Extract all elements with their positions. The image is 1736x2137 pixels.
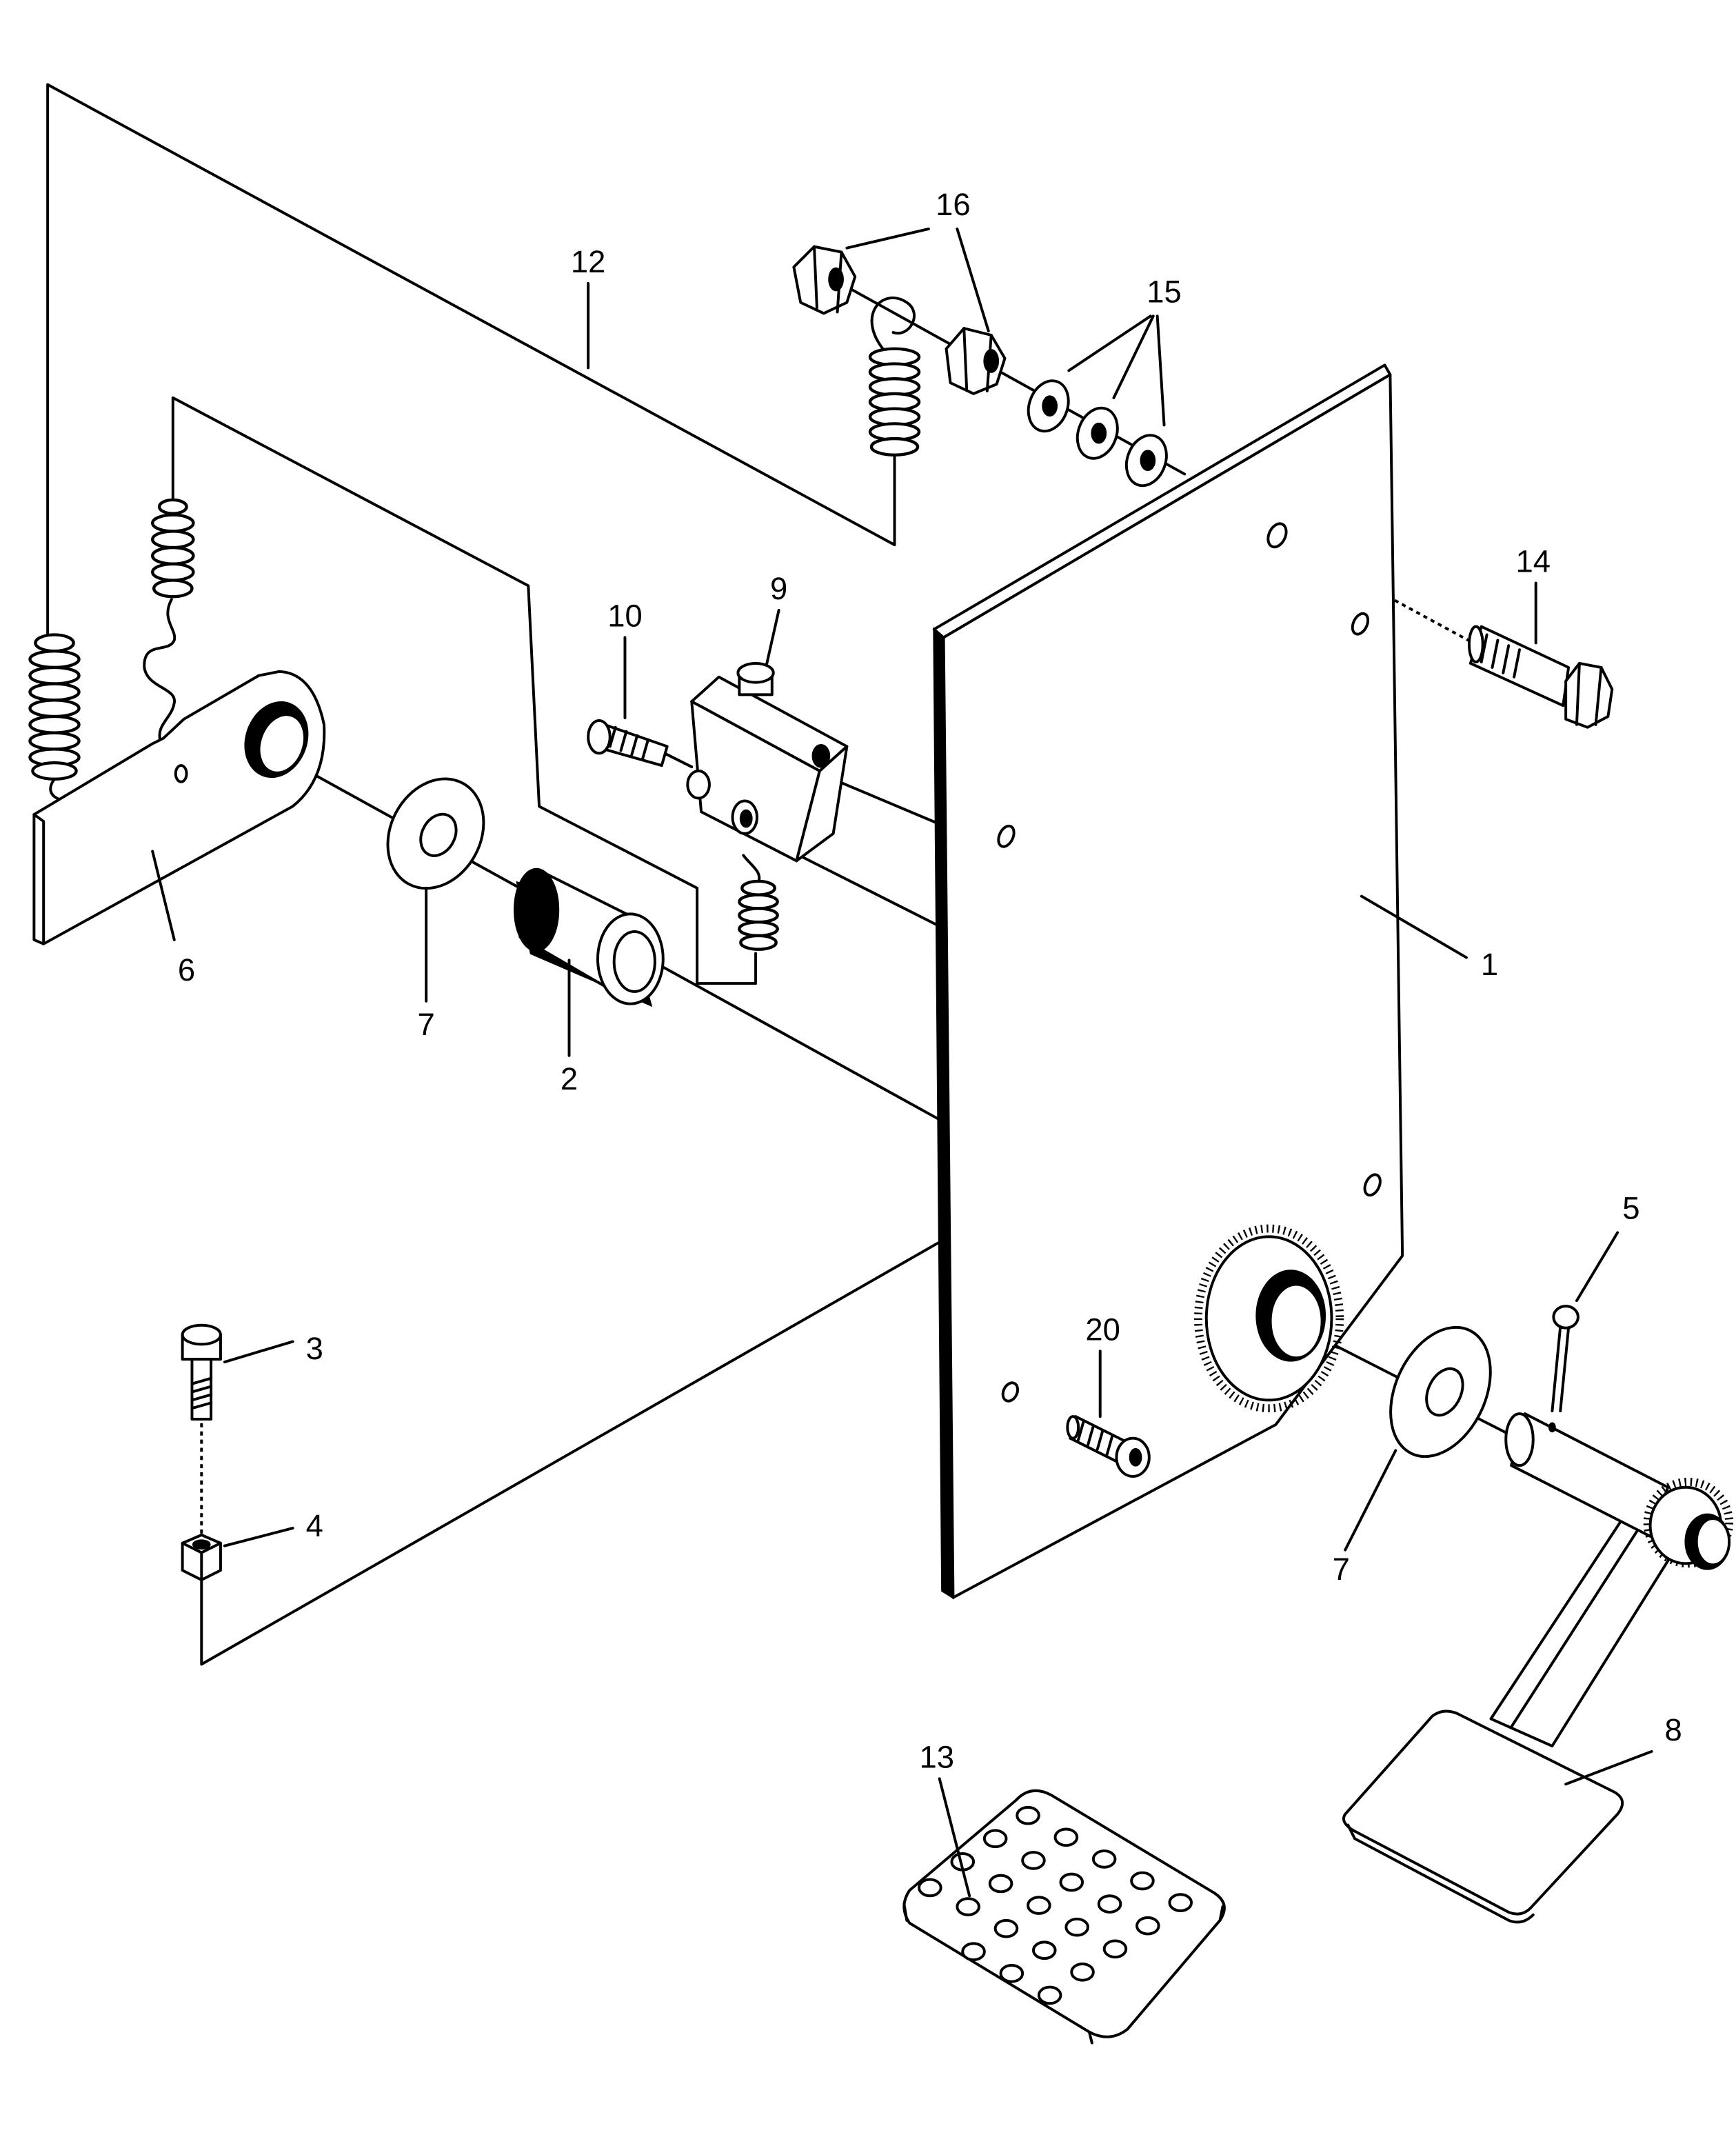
nut-upper: [792, 245, 857, 315]
callout-bolt: 3: [306, 1331, 323, 1366]
spring-switch: [738, 854, 779, 951]
switch: [686, 661, 849, 863]
springs: [28, 297, 921, 951]
washer-right: [1389, 1325, 1492, 1458]
plate-hole: [997, 824, 1016, 848]
pedal-pad: [902, 1789, 1226, 2045]
plate-hole: [1001, 1381, 1020, 1403]
screw: [1066, 1415, 1151, 1478]
callouts: 16 12 15 14 9 10 1 6 7 2 5 20 3 4 7 8 13: [178, 187, 1682, 1774]
plate-hole: [1351, 612, 1370, 636]
callout-screw: 20: [1085, 1312, 1120, 1347]
callout-cotter-pin: 5: [1622, 1191, 1639, 1226]
callout-washer-right: 7: [1333, 1552, 1350, 1587]
bolt: [181, 1323, 222, 1421]
callout-bushing: 2: [561, 1061, 578, 1096]
callout-washers: 15: [1147, 274, 1182, 310]
callout-lever: 6: [178, 952, 195, 987]
callout-springs: 12: [571, 244, 606, 279]
callout-plate-bolt: 14: [1515, 544, 1551, 579]
washer-left: [386, 777, 485, 890]
nuts: [792, 245, 1007, 395]
callout-nuts: 16: [936, 187, 971, 222]
callout-pedal-pad: 13: [919, 1740, 954, 1775]
callout-washer-left: 7: [418, 1007, 435, 1042]
mounting-plate: [932, 363, 1404, 1600]
spring-upper-right: [868, 297, 921, 468]
pedal: [1342, 1412, 1734, 1924]
pad-dots: [918, 1805, 1193, 2005]
switch-screw: [587, 719, 669, 767]
callout-switch-screw: 10: [607, 599, 643, 634]
callout-plate: 1: [1481, 947, 1498, 982]
lever: [32, 670, 326, 945]
cotter-pin: [1551, 1305, 1579, 1413]
spring-lower-left: [28, 633, 176, 830]
callout-switch: 9: [770, 571, 787, 606]
nut: [181, 1533, 222, 1582]
plate-hole: [1266, 522, 1288, 549]
callout-nut: 4: [306, 1508, 323, 1543]
plate-bolt: [1467, 625, 1614, 729]
leader-lines: [151, 227, 1653, 1898]
bushing: [514, 867, 665, 1007]
callout-pedal: 8: [1665, 1712, 1682, 1747]
pivot-boss: [1193, 1224, 1344, 1413]
washers: [1027, 379, 1168, 488]
plate-hole: [1363, 1173, 1382, 1197]
spring-upper-left: [143, 498, 195, 744]
